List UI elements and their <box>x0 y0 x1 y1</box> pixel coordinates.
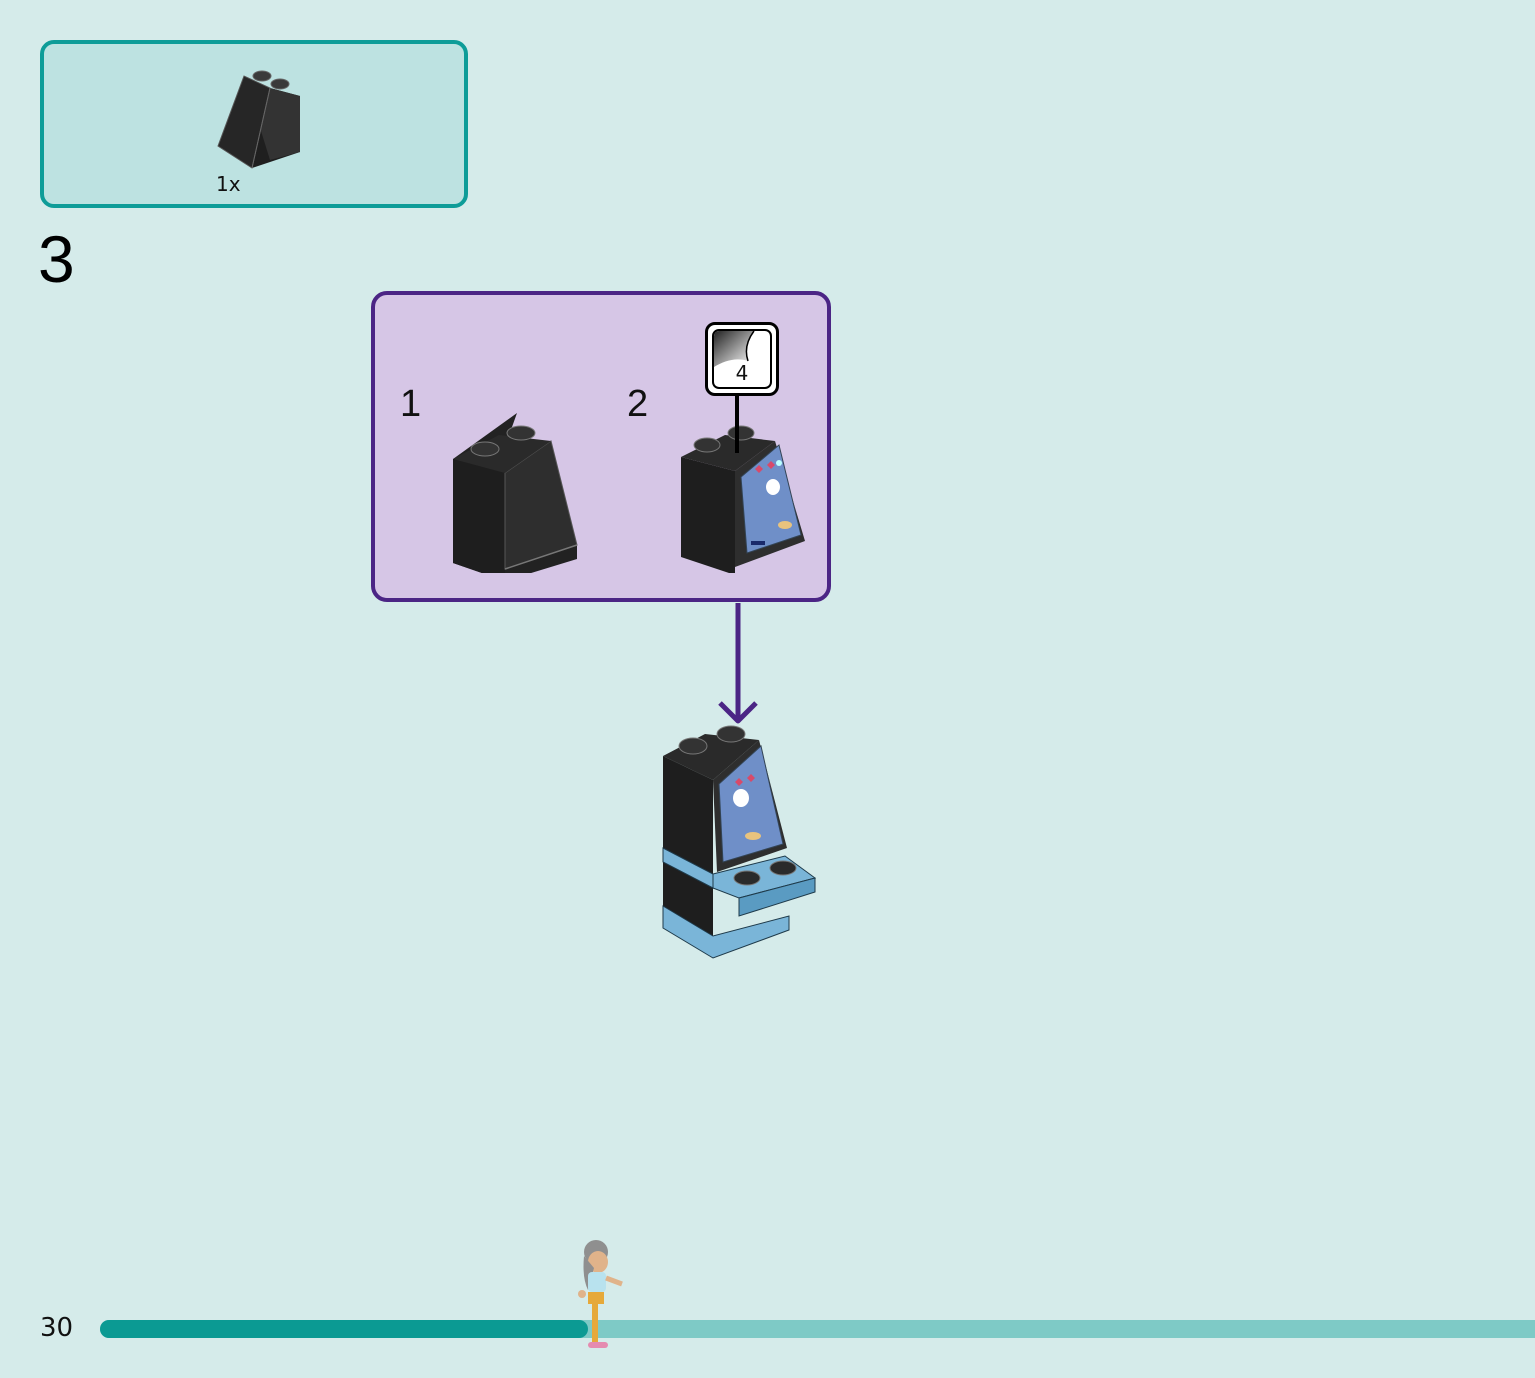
parts-list-box: 1x <box>40 40 468 208</box>
arrow-down-icon <box>718 603 758 724</box>
slope-brick-with-sticker-icon <box>681 425 805 573</box>
sticker-peel-icon <box>714 331 755 367</box>
part-quantity: 1x <box>216 172 241 196</box>
minifigure-icon <box>578 1240 623 1348</box>
progress-bar <box>100 1320 1535 1338</box>
step-number: 3 <box>38 222 75 296</box>
substep-number-1: 1 <box>400 383 422 425</box>
substep-number-2: 2 <box>627 383 649 425</box>
slope-brick-icon <box>453 413 578 573</box>
page-number: 30 <box>40 1313 74 1343</box>
sticker-leader-line <box>735 393 739 453</box>
sticker-callout: 4 <box>705 322 779 396</box>
subassembly-box: 1 2 <box>371 291 831 602</box>
arcade-machine-model <box>662 725 817 959</box>
progress-bar-fill <box>100 1320 588 1338</box>
sticker-number: 4 <box>735 361 749 385</box>
slope-brick-icon <box>217 70 300 169</box>
